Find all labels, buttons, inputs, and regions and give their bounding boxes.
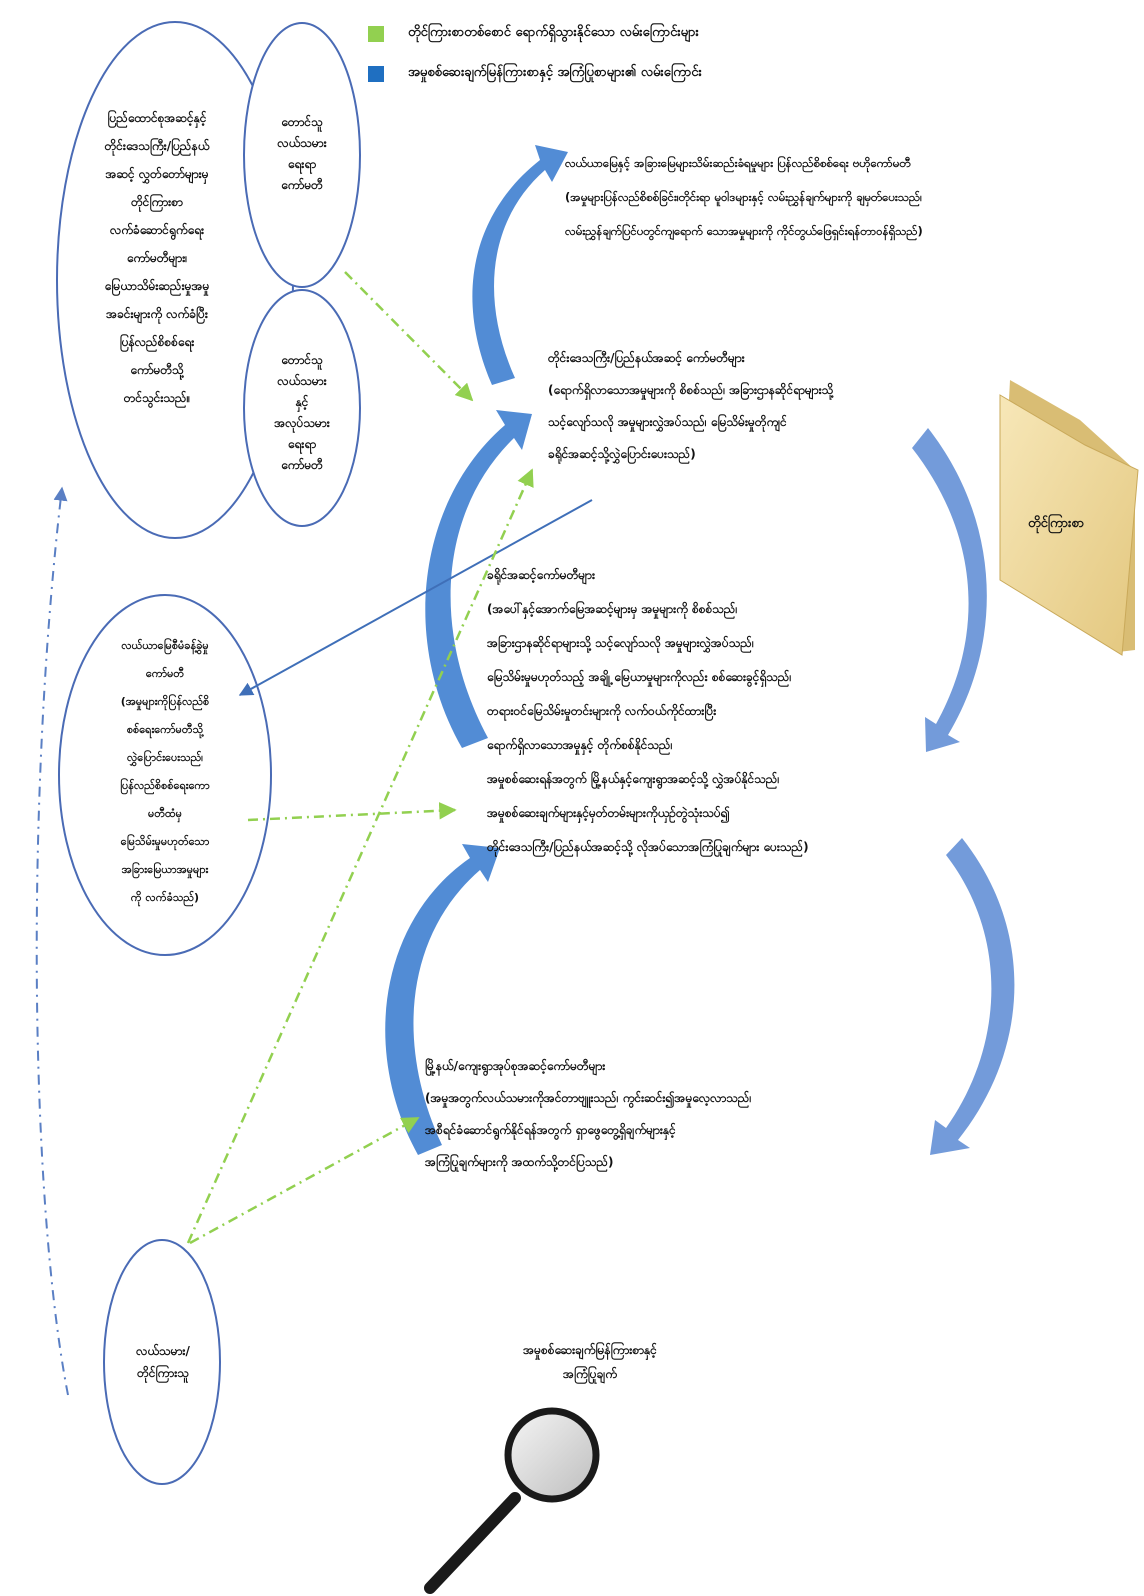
curved-arrow-district-to-region xyxy=(425,410,532,748)
folder-icon xyxy=(999,380,1139,656)
arrow-region-to-land-management xyxy=(238,499,593,696)
magnifier-label: အမှုစစ်ဆေးချက်မြန်ကြားစာနှင့် အကြံပြုချက… xyxy=(523,1343,657,1381)
magnifier-icon xyxy=(424,1407,600,1594)
land-management-committee-ellipse xyxy=(58,594,272,956)
district-committees-text: ခရိုင်အဆင့်ကော်မတီများ (အပေါ်နှင့်အောက်မ… xyxy=(487,568,809,854)
farmers-workers-committee-text: တောင်သူ လယ်သမား နှင့် အလုပ်သမား ရေးရာ ကေ… xyxy=(274,353,330,472)
township-committees-text: မြို့နယ်/ကျေးရွာအုပ်စုအဆင့်ကော်မတီများ (… xyxy=(425,1059,752,1169)
legend-label-blue: အမှုစစ်ဆေးချက်မြန်ကြားစာနှင့် အကြံပြုစာမ… xyxy=(408,65,702,80)
lower-house-committees-text: ပြည်ထောင်စုအဆင့်နှင့် တိုင်းဒေသကြီး/ပြည်… xyxy=(104,111,210,405)
legend-swatch-green xyxy=(368,26,384,42)
curved-arrow-district-to-township xyxy=(930,838,1015,1155)
region-committees-text: တိုင်းဒေသကြီး/ပြည်နယ်အဆင့် ကော်မတီများ (… xyxy=(548,351,834,461)
green-arrow-landmgmt-to-district xyxy=(247,802,457,822)
curved-arrow-region-to-district xyxy=(912,428,987,752)
farmer-complainant-ellipse xyxy=(103,1239,221,1485)
farmer-complainant-text: လယ်သမား/ တိုင်ကြားသူ xyxy=(136,1344,190,1380)
farmers-committee-text: တောင်သူ လယ်သမား ရေးရာ ကော်မတီ xyxy=(277,115,327,192)
curved-arrow-township-to-district xyxy=(385,844,500,1155)
green-arrow-committees-to-region xyxy=(344,271,474,402)
farmers-committee-ellipse xyxy=(243,22,361,288)
legend-swatch-blue xyxy=(368,66,384,82)
farmers-workers-committee-ellipse xyxy=(243,289,361,527)
green-arrow-farmer-to-township xyxy=(189,1116,420,1245)
arrow-farmer-to-committees xyxy=(35,486,69,1396)
land-management-committee-text: လယ်ယာမြေစီမံခန့်ခွဲမှု ကော်မတီ (အမှုများ… xyxy=(120,639,210,904)
curved-arrow-to-central xyxy=(472,145,568,385)
central-committee-text: လယ်ယာမြေနှင့် အခြားမြေများသိမ်းဆည်းခံရမှ… xyxy=(565,156,923,238)
legend-label-green: တိုင်ကြားစာတစ်စောင် ရောက်ရှိသွားနိုင်သော… xyxy=(408,25,699,40)
folder-label: တိုင်ကြားစာ xyxy=(1028,516,1085,531)
green-arrow-farmer-to-region xyxy=(186,468,534,1244)
